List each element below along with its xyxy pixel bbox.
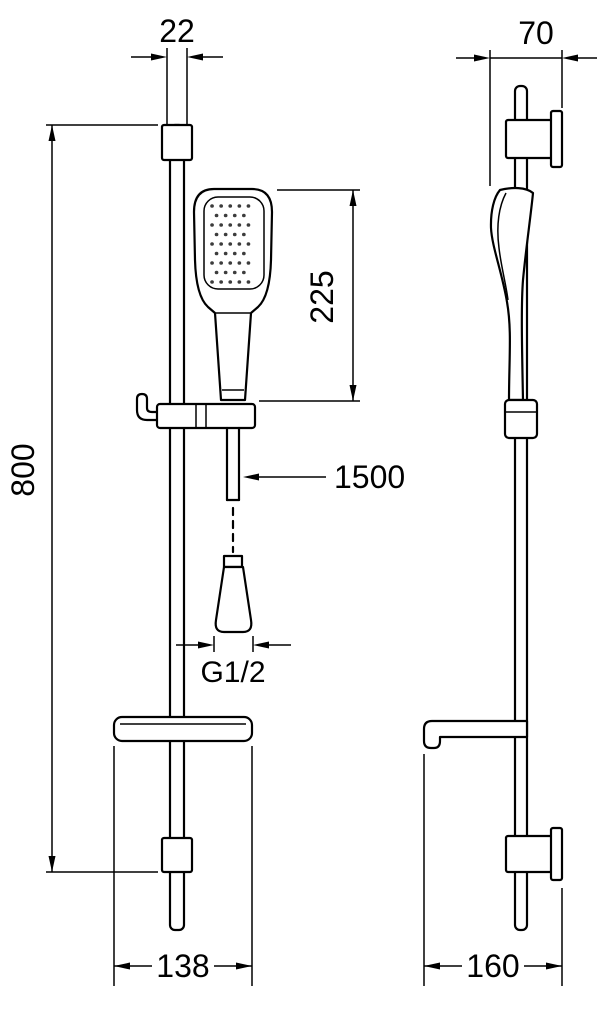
arrowhead-icon <box>243 473 259 481</box>
spray-nozzle-dots <box>210 204 259 284</box>
dimension-label-thread: G1/2 <box>200 656 265 689</box>
dimension-bracket-depth: 70 <box>456 15 597 186</box>
arrowhead-icon <box>187 53 203 61</box>
arrowhead-icon <box>474 54 490 62</box>
dimension-rail-width: 22 <box>131 13 223 125</box>
dimension-label-bracket-depth: 70 <box>518 15 554 51</box>
dimension-overall-depth: 160 <box>423 754 563 986</box>
side-bottom-bracket-arm <box>504 834 554 874</box>
arrowhead-icon <box>114 962 130 970</box>
dimension-label-hose-length: 1500 <box>334 459 405 495</box>
side-top-bracket-arm <box>504 118 554 160</box>
arrowhead-icon <box>349 190 357 206</box>
arrowhead-icon <box>236 962 252 970</box>
side-top-wall-plate <box>549 109 564 169</box>
dimension-label-handset-length: 225 <box>304 270 340 323</box>
arrowhead-icon <box>151 53 167 61</box>
dimension-hose-length: 1500 <box>243 459 405 495</box>
side-view <box>422 84 564 932</box>
dimension-handset-length: 225 <box>259 189 360 402</box>
front-spray-face <box>203 196 265 290</box>
dimension-label-bar-length: 800 <box>5 443 41 496</box>
front-hook <box>135 392 159 422</box>
arrowhead-icon <box>424 962 440 970</box>
front-top-bracket <box>160 123 194 162</box>
front-shelf <box>112 715 254 743</box>
hose-collar <box>222 554 244 569</box>
dimension-label-overall-depth: 160 <box>466 948 519 984</box>
dimension-thread: G1/2 <box>176 636 291 689</box>
side-shelf <box>422 719 529 750</box>
arrowhead-icon <box>546 962 562 970</box>
arrowhead-icon <box>48 856 56 872</box>
front-bottom-bracket <box>160 836 194 874</box>
dimension-bar-length: 800 <box>5 124 158 873</box>
side-bottom-wall-plate <box>549 826 564 882</box>
dimension-shelf-width: 138 <box>113 746 253 986</box>
dimension-label-shelf-width: 138 <box>156 948 209 984</box>
front-handshower <box>192 187 274 402</box>
arrowhead-icon <box>198 641 214 649</box>
arrowhead-icon <box>562 54 578 62</box>
front-rail <box>168 123 186 932</box>
side-slider <box>503 398 539 440</box>
arrowhead-icon <box>253 641 269 649</box>
shower-hose <box>214 426 253 634</box>
side-handshower-contour-line <box>497 192 509 301</box>
arrowhead-icon <box>349 385 357 401</box>
arrowhead-icon <box>48 125 56 141</box>
front-view <box>112 123 274 932</box>
hose-connector-nut <box>214 565 253 634</box>
dimension-label-rail-width: 22 <box>159 13 195 49</box>
